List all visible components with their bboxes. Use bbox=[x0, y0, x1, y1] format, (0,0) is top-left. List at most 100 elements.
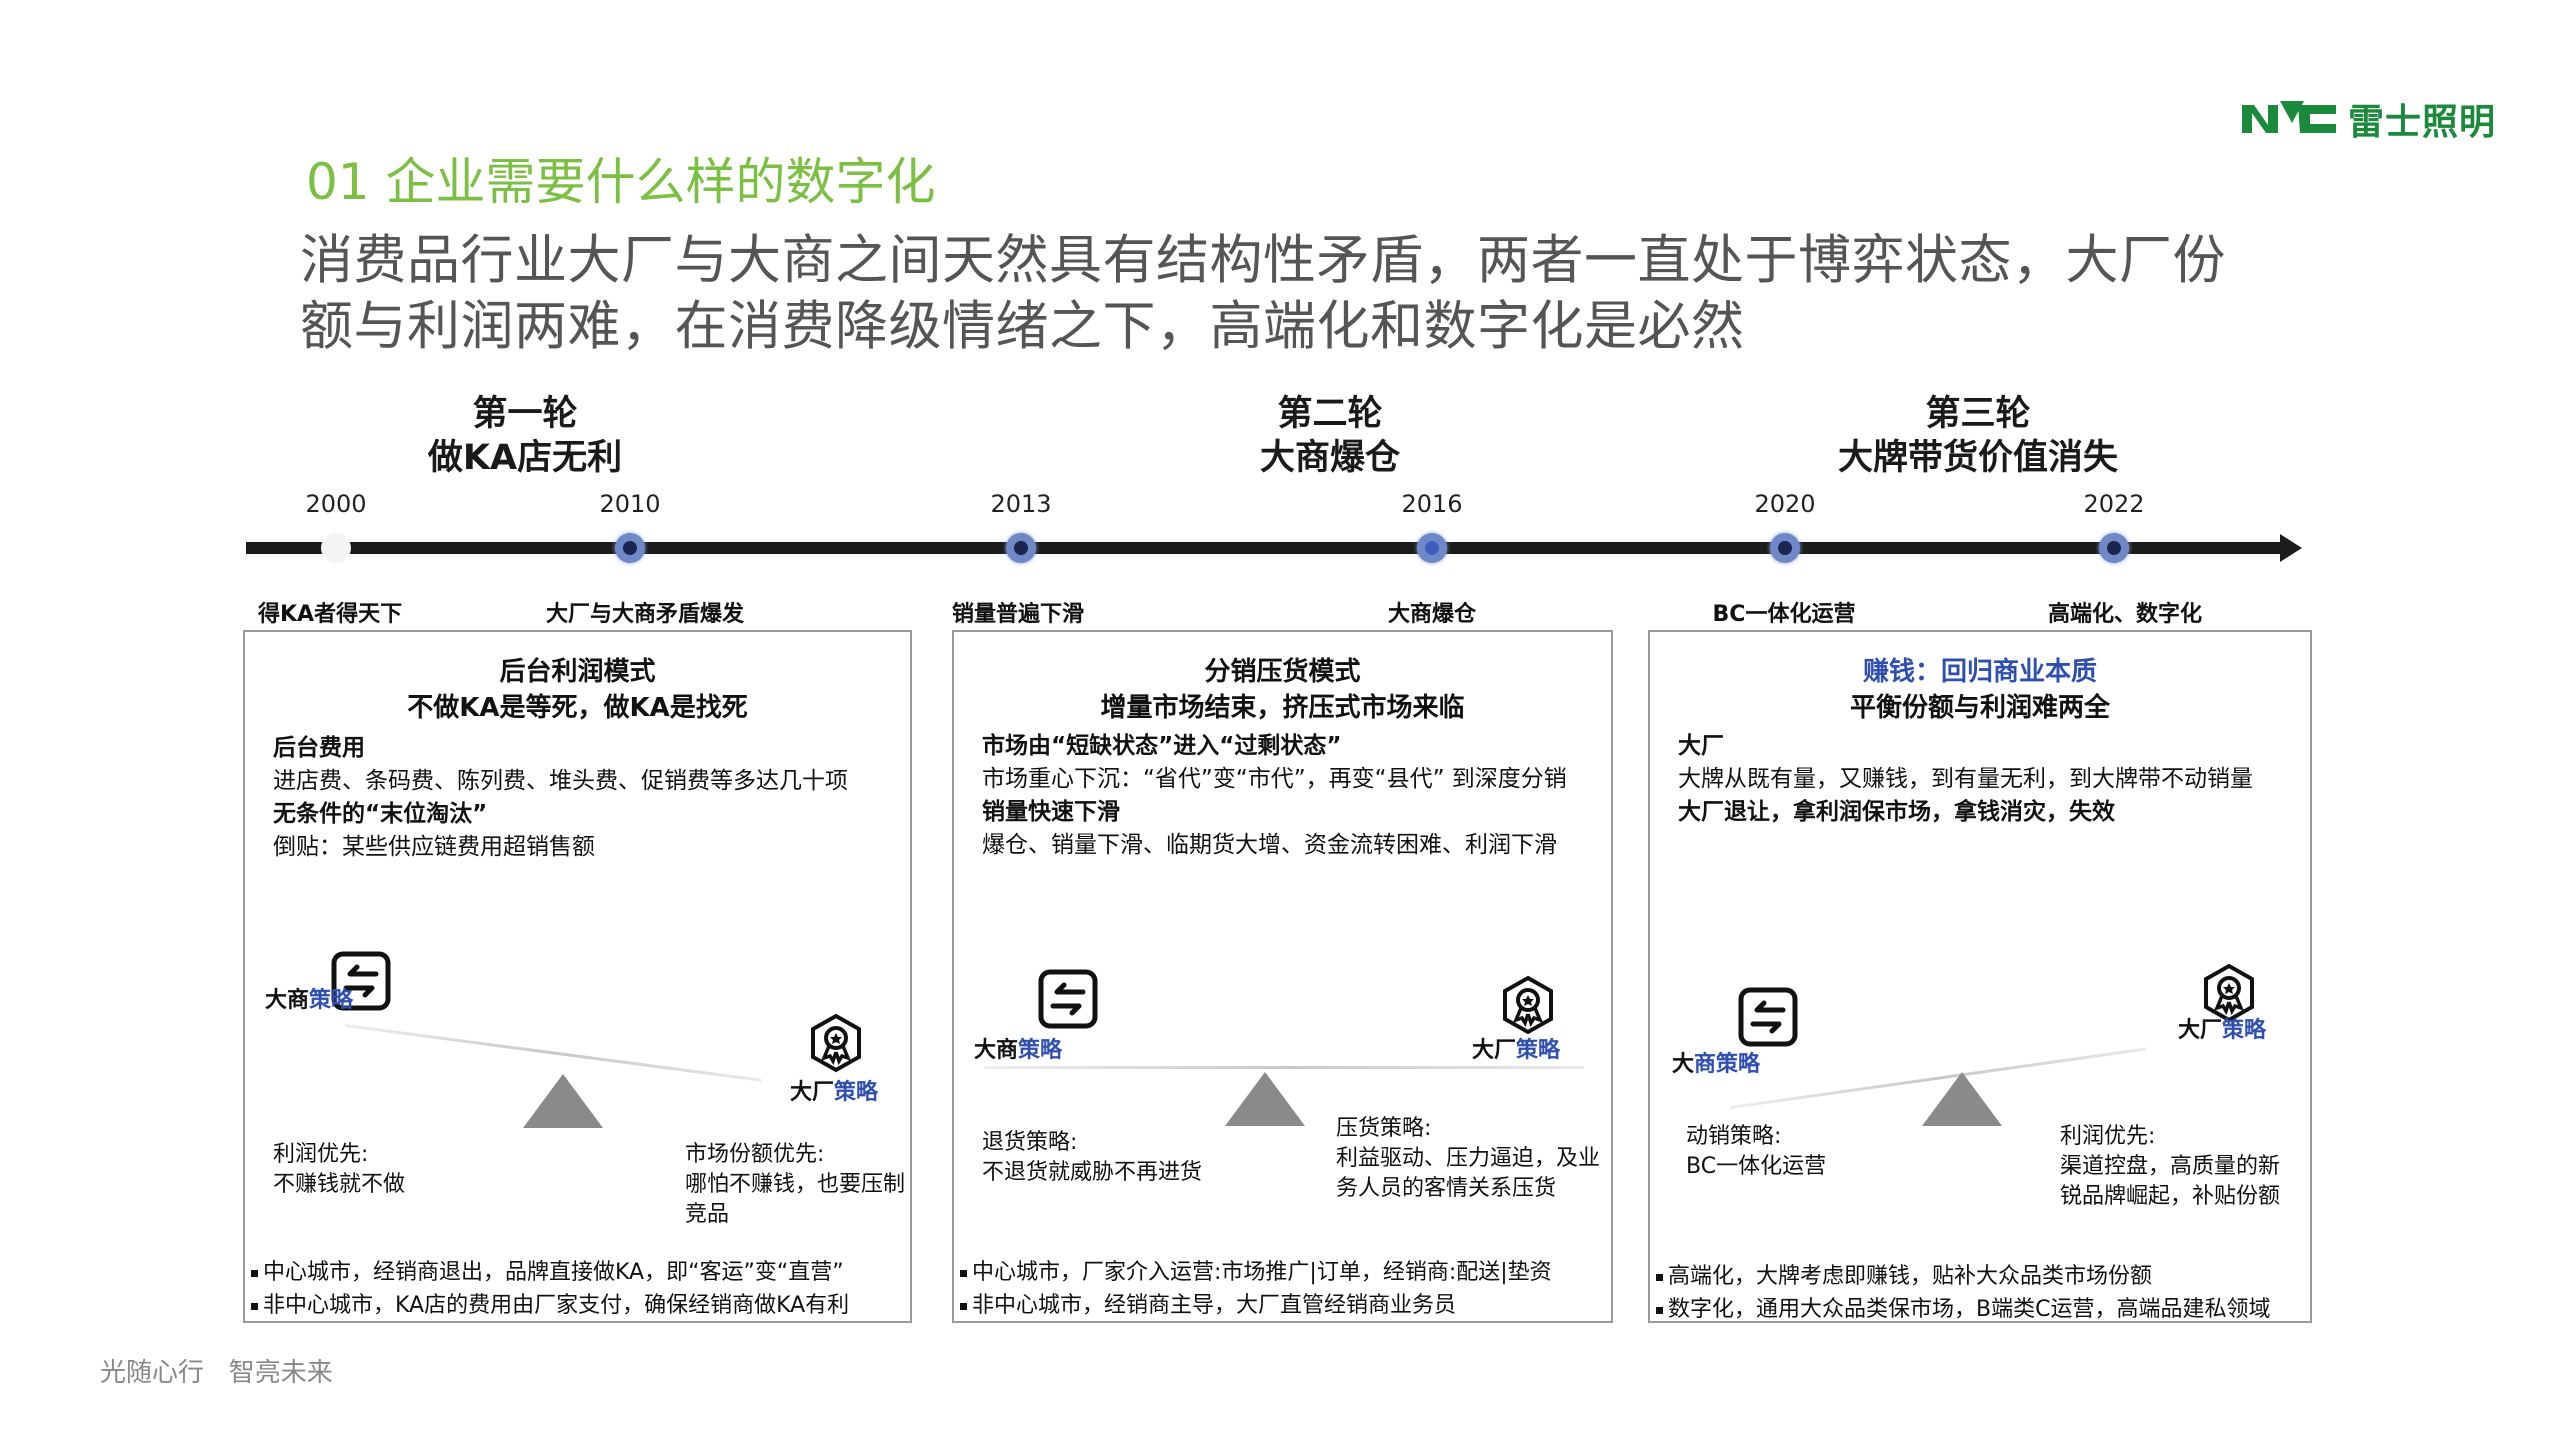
manufacturer-strategy-award-icon bbox=[1497, 974, 1559, 1036]
caption-line: 动销策略: bbox=[1686, 1124, 1782, 1149]
bullet-item: 中心城市，经销商退出，品牌直接做KA，即“客运”变“直营” bbox=[251, 1256, 904, 1289]
caption-line: 竞品 bbox=[685, 1202, 730, 1227]
round-theme: 大牌带货价值消失 bbox=[1837, 438, 2118, 478]
footer-slogan: 光随心行 智亮未来 bbox=[100, 1358, 333, 1388]
bullet-marker-icon bbox=[1656, 1273, 1663, 1281]
distributor-strategy-swap-icon bbox=[1037, 968, 1099, 1030]
timeline-event-label: 大商爆仓 bbox=[1387, 602, 1477, 627]
bullet-marker-icon bbox=[251, 1269, 258, 1277]
box-body-line: 爆仓、销量下滑、临期货大增、资金流转困难、利润下滑 bbox=[982, 832, 1557, 858]
timeline-year: 2013 bbox=[990, 490, 1052, 518]
bullet-text: 非中心城市，经销商主导，大厂直管经销商业务员 bbox=[972, 1293, 1457, 1318]
brand-name: 雷士照明 bbox=[2348, 102, 2497, 143]
bullet-marker-icon bbox=[1656, 1306, 1663, 1314]
label-part-highlight: 策略 bbox=[309, 988, 354, 1013]
left-caption: 退货策略:不退货就威胁不再进货 bbox=[982, 1128, 1202, 1188]
subtitle-line-1: 消费品行业大厂与大商之间天然具有结构性矛盾，两者一直处于博弈状态，大厂份 bbox=[300, 230, 2226, 291]
bullet-item: 高端化，大牌考虑即赚钱，贴补大众品类市场份额 bbox=[1656, 1260, 2304, 1293]
phase-box-2: 分销压货模式增量市场结束，挤压式市场来临市场由“短缺状态”进入“过剩状态”市场重… bbox=[952, 630, 1613, 1323]
manufacturer-strategy-label: 大厂策略 bbox=[1472, 1032, 1560, 1064]
label-part: 大厂 bbox=[790, 1080, 835, 1105]
round-3-title: 第三轮 大牌带货价值消失 bbox=[1678, 392, 2278, 480]
brand-logo: 雷士照明 bbox=[2240, 96, 2497, 143]
bullet-text: 高端化，大牌考虑即赚钱，贴补大众品类市场份额 bbox=[1668, 1264, 2153, 1289]
box-body-line: 倒贴：某些供应链费用超销售额 bbox=[273, 834, 595, 860]
box-body-line: 进店费、条码费、陈列费、堆头费、促销费等多达几十项 bbox=[273, 768, 848, 794]
balance-beam bbox=[984, 1066, 1584, 1069]
round-label: 第三轮 bbox=[1925, 394, 2031, 434]
box-heading-highlight: 赚钱：回归商业本质 bbox=[1862, 657, 2097, 687]
bullet-text: 中心城市，厂家介入运营:市场推广|订单，经销商:配送|垫资 bbox=[972, 1260, 1552, 1285]
box-body-line: 销量快速下滑 bbox=[982, 799, 1120, 825]
bullet-text: 数字化，通用大众品类保市场，B端类C运营，高端品建私领域 bbox=[1668, 1297, 2271, 1322]
balance-fulcrum-icon bbox=[523, 1074, 603, 1128]
left-caption: 利润优先:不赚钱就不做 bbox=[273, 1140, 405, 1200]
box-body-line: 大厂 bbox=[1678, 733, 1724, 759]
caption-line: 市场份额优先: bbox=[685, 1142, 825, 1167]
right-caption: 市场份额优先: 哪怕不赚钱，也要压制竞品 bbox=[685, 1140, 905, 1230]
box-heading: 赚钱：回归商业本质 bbox=[1650, 654, 2310, 690]
manufacturer-strategy-label: 大厂策略 bbox=[2178, 1012, 2266, 1044]
timeline-event-label: 高端化、数字化 bbox=[2047, 602, 2203, 627]
manufacturer-strategy-award-icon bbox=[2198, 962, 2260, 1024]
caption-line: 哪怕不赚钱，也要压制 bbox=[685, 1172, 906, 1197]
timeline-year: 2022 bbox=[2083, 490, 2145, 518]
caption-line: 退货策略: bbox=[982, 1130, 1078, 1155]
timeline-event-label: 得KA者得天下 bbox=[258, 602, 403, 627]
caption-line: 锐品牌崛起，补贴份额 bbox=[2060, 1184, 2281, 1209]
timeline-event-label: BC一体化运营 bbox=[1712, 602, 1856, 627]
distributor-strategy-label: 大商策略 bbox=[1672, 1046, 1760, 1078]
caption-line: 利益驱动、压力逼迫，及业 bbox=[1336, 1146, 1601, 1171]
timeline-year: 2010 bbox=[599, 490, 661, 518]
box-body-line: 市场由“短缺状态”进入“过剩状态” bbox=[982, 733, 1342, 759]
section-title: 01 企业需要什么样的数字化 bbox=[306, 153, 936, 211]
timeline-milestone-dot bbox=[1417, 533, 1447, 563]
subtitle-line-2: 额与利润两难，在消费降级情绪之下，高端化和数字化是必然 bbox=[300, 296, 1745, 357]
bullet-item: 数字化，通用大众品类保市场，B端类C运营，高端品建私领域 bbox=[1656, 1293, 2304, 1326]
timeline-milestone-dot bbox=[1770, 533, 1800, 563]
bullet-marker-icon bbox=[251, 1302, 258, 1310]
timeline-event-label: 销量普遍下滑 bbox=[952, 602, 1085, 627]
phase-box-3: 赚钱：回归商业本质平衡份额与利润难两全大厂大牌从既有量，又赚钱，到有量无利，到大… bbox=[1648, 630, 2312, 1323]
right-caption: 压货策略: 利益驱动、压力逼迫，及业务人员的客情关系压货 bbox=[1336, 1114, 1600, 1204]
label-part-highlight: 商策略 bbox=[1694, 1052, 1761, 1077]
label-part: 大商 bbox=[265, 988, 310, 1013]
box-subheading: 不做KA是等死，做KA是找死 bbox=[407, 693, 748, 723]
bullet-text: 非中心城市，KA店的费用由厂家支付，确保经销商做KA有利 bbox=[263, 1293, 850, 1318]
label-part: 大 bbox=[1672, 1052, 1695, 1077]
bullet-marker-icon bbox=[960, 1302, 967, 1310]
balance-fulcrum-icon bbox=[1225, 1072, 1305, 1126]
bullet-item: 非中心城市，经销商主导，大厂直管经销商业务员 bbox=[960, 1289, 1605, 1322]
box-subheading: 平衡份额与利润难两全 bbox=[1849, 693, 2110, 723]
round-label: 第二轮 bbox=[1277, 394, 1383, 434]
manufacturer-strategy-award-icon bbox=[805, 1012, 867, 1074]
box-heading: 分销压货模式 bbox=[1204, 657, 1361, 687]
round-theme: 大商爆仓 bbox=[1259, 438, 1400, 478]
box-body-line: 无条件的“末位淘汰” bbox=[273, 801, 488, 827]
caption-line: 渠道控盘，高质量的新 bbox=[2060, 1154, 2281, 1179]
bullet-text: 中心城市，经销商退出，品牌直接做KA，即“客运”变“直营” bbox=[263, 1260, 844, 1285]
nvc-logo-mark-icon bbox=[2242, 101, 2336, 133]
distributor-strategy-swap-icon bbox=[1737, 986, 1799, 1048]
label-part: 大厂 bbox=[1472, 1038, 1517, 1063]
timeline-year: 2000 bbox=[305, 490, 367, 518]
box-body: 市场由“短缺状态”进入“过剩状态” 市场重心下沉：“省代”变“市代”，再变“县代”… bbox=[982, 730, 1597, 862]
caption-line: BC一体化运营 bbox=[1686, 1154, 1827, 1179]
timeline-year: 2016 bbox=[1401, 490, 1463, 518]
box-body-line: 大厂退让，拿利润保市场，拿钱消灾，失效 bbox=[1678, 799, 2115, 825]
box-heading: 后台利润模式 bbox=[499, 657, 656, 687]
phase-box-1: 后台利润模式不做KA是等死，做KA是找死后台费用进店费、条码费、陈列费、堆头费、… bbox=[243, 630, 912, 1323]
caption-line: 利润优先: bbox=[273, 1142, 369, 1167]
right-caption: 利润优先: 渠道控盘，高质量的新锐品牌崛起，补贴份额 bbox=[2060, 1122, 2280, 1212]
label-part-highlight: 策略 bbox=[2222, 1018, 2267, 1043]
box-body-line: 市场重心下沉：“省代”变“市代”，再变“县代” 到深度分销 bbox=[982, 766, 1567, 792]
timeline-milestone-dot bbox=[2099, 533, 2129, 563]
timeline-milestone-dot bbox=[1006, 533, 1036, 563]
caption-line: 务人员的客情关系压货 bbox=[1336, 1176, 1557, 1201]
caption-line: 利润优先: bbox=[2060, 1124, 2156, 1149]
round-theme: 做KA店无利 bbox=[427, 438, 623, 478]
caption-line: 压货策略: bbox=[1336, 1116, 1432, 1141]
label-part-highlight: 策略 bbox=[834, 1080, 879, 1105]
timeline-arrow-icon bbox=[2280, 534, 2302, 562]
label-part-highlight: 策略 bbox=[1018, 1038, 1063, 1063]
